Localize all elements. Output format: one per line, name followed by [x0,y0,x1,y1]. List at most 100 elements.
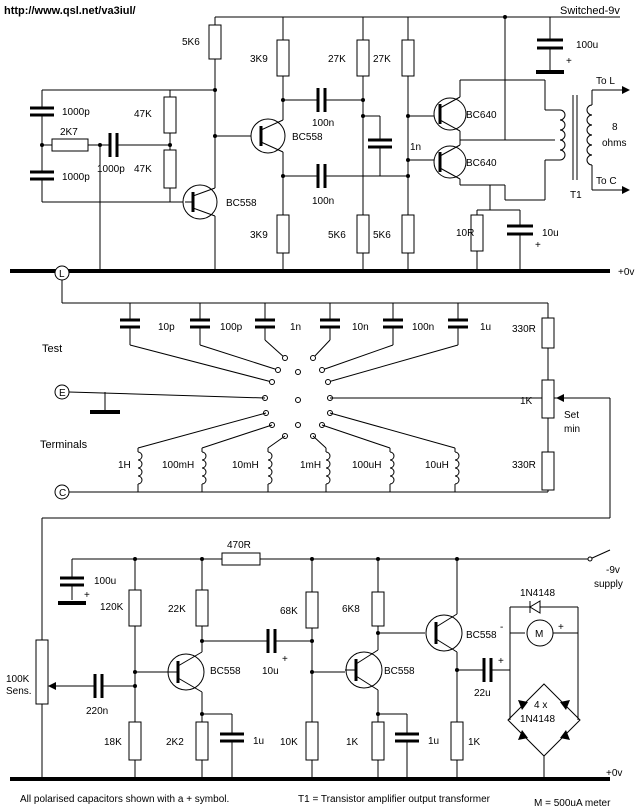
label-cap-10n: 10n [352,322,369,333]
resistor-5k6-top [208,24,222,60]
resistor-5k6-b [401,214,415,254]
cap-10p [120,303,273,383]
label-bc558-b: BC558 [292,132,323,143]
transistor-bc558-b [250,118,286,154]
inductor-1mh [312,435,331,492]
resistor-6k8 [371,591,385,627]
label-bc640-b: BC640 [466,158,497,169]
label-bridge-1n4148: 1N4148 [520,714,555,725]
terminal-e-label: E [59,388,66,399]
inductor-1h [137,412,267,492]
label-meter: M [535,629,543,640]
label-cap-1n: 1n [290,322,301,333]
resistor-470r [221,552,261,566]
label-test: Test [42,343,62,355]
resistor-1k-b [450,721,464,761]
terminal-l-label: L [59,269,65,280]
label-to-l: To L [596,76,615,87]
label-10r: 10R [456,228,474,239]
svg-text:+: + [84,590,90,601]
label-220n: 220n [86,706,108,717]
cap-10n [312,303,340,359]
resistor-47k-b [163,149,177,189]
cap-100n-bank [321,303,403,371]
transistor-bc558-e [425,614,463,652]
label-1u-a: 1u [253,736,264,747]
cap-100p [190,303,279,371]
note-meter: M = 500uA meter [534,798,611,809]
label-6k8: 6K8 [342,604,360,615]
label-1k-b: 1K [468,737,481,748]
transistor-bc640-b [433,145,467,179]
resistor-27k-b [401,39,415,77]
pot-1k [541,379,555,419]
label-100n-a: 100n [312,118,334,129]
note-t1: T1 = Transistor amplifier output transfo… [298,794,491,805]
label-470r: 470R [227,540,251,551]
diode-1n4148-top [529,600,541,614]
label-100u-top: 100u [576,40,598,51]
svg-text:+: + [498,656,504,667]
label-1h: 1H [118,460,131,471]
resistor-68k [305,591,319,629]
label-3k9-bot: 3K9 [250,230,268,241]
transformer-primary [559,109,566,161]
label-120k: 120K [100,602,124,613]
label-47k-a: 47K [134,109,152,120]
pot-100k-sens [35,639,49,705]
label-10k: 10K [280,737,298,748]
resistor-330r-a [541,317,555,349]
svg-text:+: + [282,654,288,665]
label-100u-bot: 100u [94,576,116,587]
label-ohms: ohms [602,138,626,149]
inductor-100mh [201,424,273,492]
label-68k: 68K [280,606,298,617]
label-1n: 1n [410,142,421,153]
label-18k: 18K [104,737,122,748]
label-100mh: 100mH [162,460,194,471]
resistor-47k-a [163,96,177,134]
inductor-10mh [267,435,286,492]
label-to-c: To C [596,176,617,187]
label-1n4148-top: 1N4148 [520,588,555,599]
label-bc558-c: BC558 [210,666,241,677]
cap-1n-bank [255,303,286,359]
resistor-1k-a [371,721,385,761]
label-minus-9v: -9v [606,565,620,576]
label-330r-b: 330R [512,460,536,471]
supply-switch [589,549,611,560]
resistor-27k-a [356,39,370,77]
label-22k: 22K [168,604,186,615]
label-t1: T1 [570,190,582,201]
label-1000p-a: 1000p [62,107,90,118]
svg-text:+: + [566,56,572,67]
label-cap-100n: 100n [412,322,434,333]
resistor-2k2 [195,721,209,761]
ground-label-top: +0v [618,267,634,278]
inductor-10uh [329,412,460,492]
resistor-22k [195,589,209,627]
label-1000p-c: 1000p [97,164,125,175]
label-2k7: 2K7 [60,127,78,138]
svg-text:+: + [535,240,541,251]
svg-text:-: - [500,622,503,633]
resistor-18k [128,721,142,761]
ground-label-bot: +0v [606,768,622,779]
label-1000p-b: 1000p [62,172,90,183]
label-330r-a: 330R [512,324,536,335]
arrow-to-c [622,186,630,194]
label-cap-100p: 100p [220,322,243,333]
pot-wiper-arrow [556,394,564,402]
label-bc558-e: BC558 [466,630,497,641]
label-10uh: 10uH [425,460,449,471]
resistor-5k6-a [356,214,370,254]
label-min: min [564,424,580,435]
label-bc558-a: BC558 [226,198,257,209]
svg-text:+: + [558,622,564,633]
label-10mh: 10mH [232,460,259,471]
label-100n-b: 100n [312,196,334,207]
cap-1u [327,303,468,383]
label-5k6-top: 5K6 [182,37,200,48]
inductor-bank: 1H 100mH 10mH 1mH 100uH 1 [118,412,460,492]
